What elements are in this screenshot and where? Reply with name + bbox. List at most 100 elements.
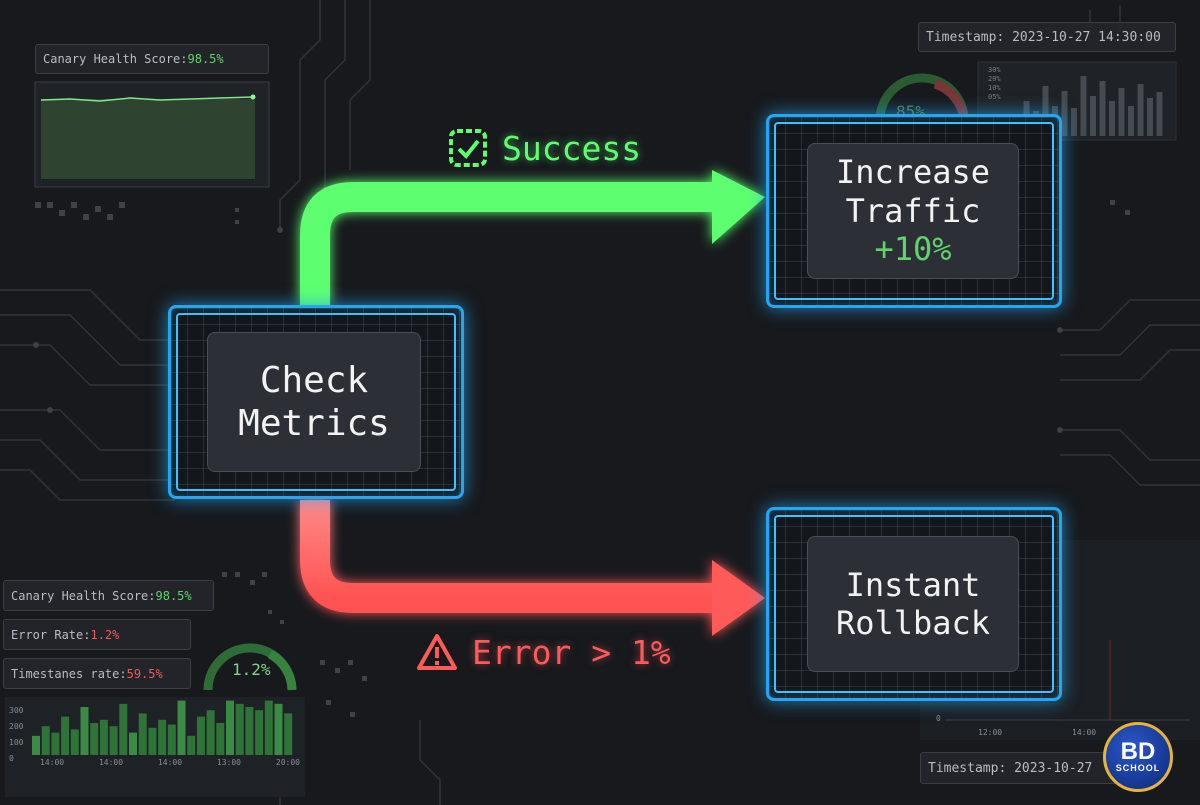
chart-bar [264,700,273,755]
node-label-line: Instant [845,565,981,604]
logo-text: BD [1120,738,1156,765]
instant-rollback-node[interactable]: Instant Rollback [766,507,1062,701]
error-arrow [300,500,765,636]
bottom-left-chart [5,697,305,797]
health-score-value: 98.5% [187,52,224,66]
timestamp-text: Timestamp: 2023-10-27 [928,760,1093,776]
chart-bar [41,726,50,755]
bottom-right-y-tick: 0 [936,714,941,723]
timestamp-panel-bottom: Timestamp: 2023-10-27 [920,752,1120,784]
error-rate-label: Error Rate: [11,627,91,642]
bottom-health-panel: Canary Health Score: 98.5% [3,580,214,611]
chart-bar [80,707,89,755]
chart-bar [148,727,157,755]
chart-bar [216,723,225,755]
tick-label: 100 [9,738,24,747]
success-label: Success [448,128,641,168]
bd-school-logo: BD SCHOOL [1103,722,1173,792]
health-score-chart [34,81,270,188]
check-metrics-card: Check Metrics [207,332,421,472]
node-label-line: Rollback [835,604,991,642]
bottom-chart-y-ticks: 300 200 100 0 [9,703,23,767]
health-score-panel: Canary Health Score: 98.5% [35,44,269,74]
chart-bar [1109,101,1115,136]
tick-label: 20:00 [275,758,300,767]
check-square-icon [449,129,487,167]
chart-bar [274,703,283,755]
chart-bar [255,710,264,755]
chart-bar [196,716,205,755]
chart-bar [226,700,234,755]
bottom-chart-x-ticks: 14:00 14:00 14:00 13:00 20:00 [40,758,300,767]
chart-bar [109,726,118,755]
node-label-line: Increase [835,153,991,192]
bottom-right-x-tick: 12:00 [978,728,1003,737]
node-label-line: Check [259,359,369,401]
chart-bar [51,732,60,755]
chart-bar [1099,81,1106,136]
chart-bar [187,735,196,755]
increase-traffic-card: Increase Traffic +10% [807,143,1019,279]
chart-bar [1137,84,1144,136]
timestamp-panel-top: Timestamp: 2023-10-27 14:30:00 [918,22,1176,52]
chart-bar [1147,98,1153,136]
top-right-chart-ticks: 30% 20% 10% 05% [988,66,1001,102]
chart-bar [1118,88,1125,136]
error-text: Error > 1% [472,632,671,672]
chart-bar [1042,86,1049,136]
tick-label: 05% [988,93,1001,101]
error-rate-panel: Error Rate: 1.2% [3,619,191,650]
increase-traffic-node[interactable]: Increase Traffic +10% [766,114,1062,308]
chart-bar [177,700,186,755]
chart-bar [1156,92,1163,136]
error-label: Error > 1% [416,632,671,672]
tick-label: 0 [9,754,14,763]
health-score-label: Canary Health Score: [43,52,188,66]
timestamp-text: Timestamp: 2023-10-27 14:30:00 [926,29,1161,45]
bottom-right-x-tick: 14:00 [1072,728,1097,737]
chart-bar [235,703,244,755]
timestanes-panel: Timestanes rate: 59.5% [3,658,191,689]
chart-bar [32,735,40,755]
chart-bar [138,713,147,755]
health-score-value: 98.5% [155,588,192,603]
node-label-line: Traffic [845,191,981,230]
health-score-label: Canary Health Score: [11,588,156,603]
chart-bar [206,710,215,755]
tick-label: 10% [988,84,1001,92]
chart-bar [99,719,108,755]
tick-label: 14:00 [98,758,124,767]
instant-rollback-card: Instant Rollback [807,536,1019,672]
chart-bar [1090,96,1096,136]
chart-bar [61,716,70,755]
tick-label: 30% [988,66,1001,74]
error-rate-value: 1.2% [90,627,120,642]
chart-bar [1080,76,1087,136]
success-text: Success [502,128,642,168]
check-metrics-node[interactable]: Check Metrics [168,305,464,499]
chart-bar [1128,106,1134,136]
chart-bar [158,719,167,755]
tick-label: 200 [9,722,24,731]
chart-bar [70,729,79,755]
chart-bar [1071,108,1077,136]
chart-bar [129,732,137,755]
tick-label: 13:00 [216,758,241,767]
chart-bar [1061,91,1068,136]
tick-label: 300 [9,706,24,715]
chart-bar [284,713,293,755]
chart-bar [90,723,99,755]
node-label-line: Metrics [238,403,390,444]
timestanes-label: Timestanes rate: [11,666,127,681]
chart-bar [119,703,128,755]
success-arrow [300,170,765,305]
timestanes-value: 59.5% [126,666,163,681]
tick-label: 20% [988,75,1001,83]
gauge-value-bottom: 1.2% [232,660,271,679]
pixel-noise [35,200,1130,717]
chart-bar [245,707,254,755]
tick-label: 14:00 [157,758,183,767]
chart-bar [167,724,176,755]
warning-triangle-icon [417,634,457,670]
